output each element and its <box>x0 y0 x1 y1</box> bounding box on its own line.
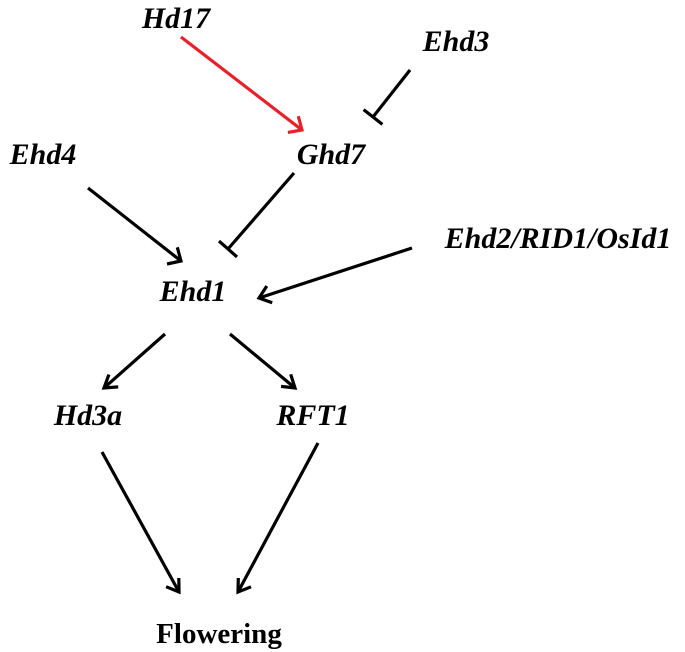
node-ghd7: Ghd7 <box>297 138 366 171</box>
node-hd17: Hd17 <box>141 2 211 35</box>
edge-hd17-to-ghd7 <box>180 35 305 134</box>
edge-ghd7-to-ehd1 <box>217 171 296 259</box>
node-flowering: Flowering <box>156 618 282 650</box>
edge-rft1-to-flowering <box>236 442 320 595</box>
node-hd3a: Hd3a <box>53 399 122 432</box>
edge-ehd1-to-rft1 <box>228 332 298 390</box>
edge-ehd3-to-ghd7 <box>362 69 412 126</box>
node-ehd2: Ehd2/RID1/OsId1 <box>444 222 672 255</box>
node-rft1: RFT1 <box>275 399 349 432</box>
node-ehd4: Ehd4 <box>9 138 77 171</box>
edge-ehd2-to-ehd1 <box>256 246 413 305</box>
edge-ehd1-to-hd3a <box>101 332 167 390</box>
node-ehd3: Ehd3 <box>422 25 490 58</box>
edge-hd3a-to-flowering <box>100 451 181 595</box>
edges <box>87 35 413 595</box>
node-ehd1: Ehd1 <box>159 275 227 308</box>
edge-ehd4-to-ehd1 <box>87 186 183 266</box>
